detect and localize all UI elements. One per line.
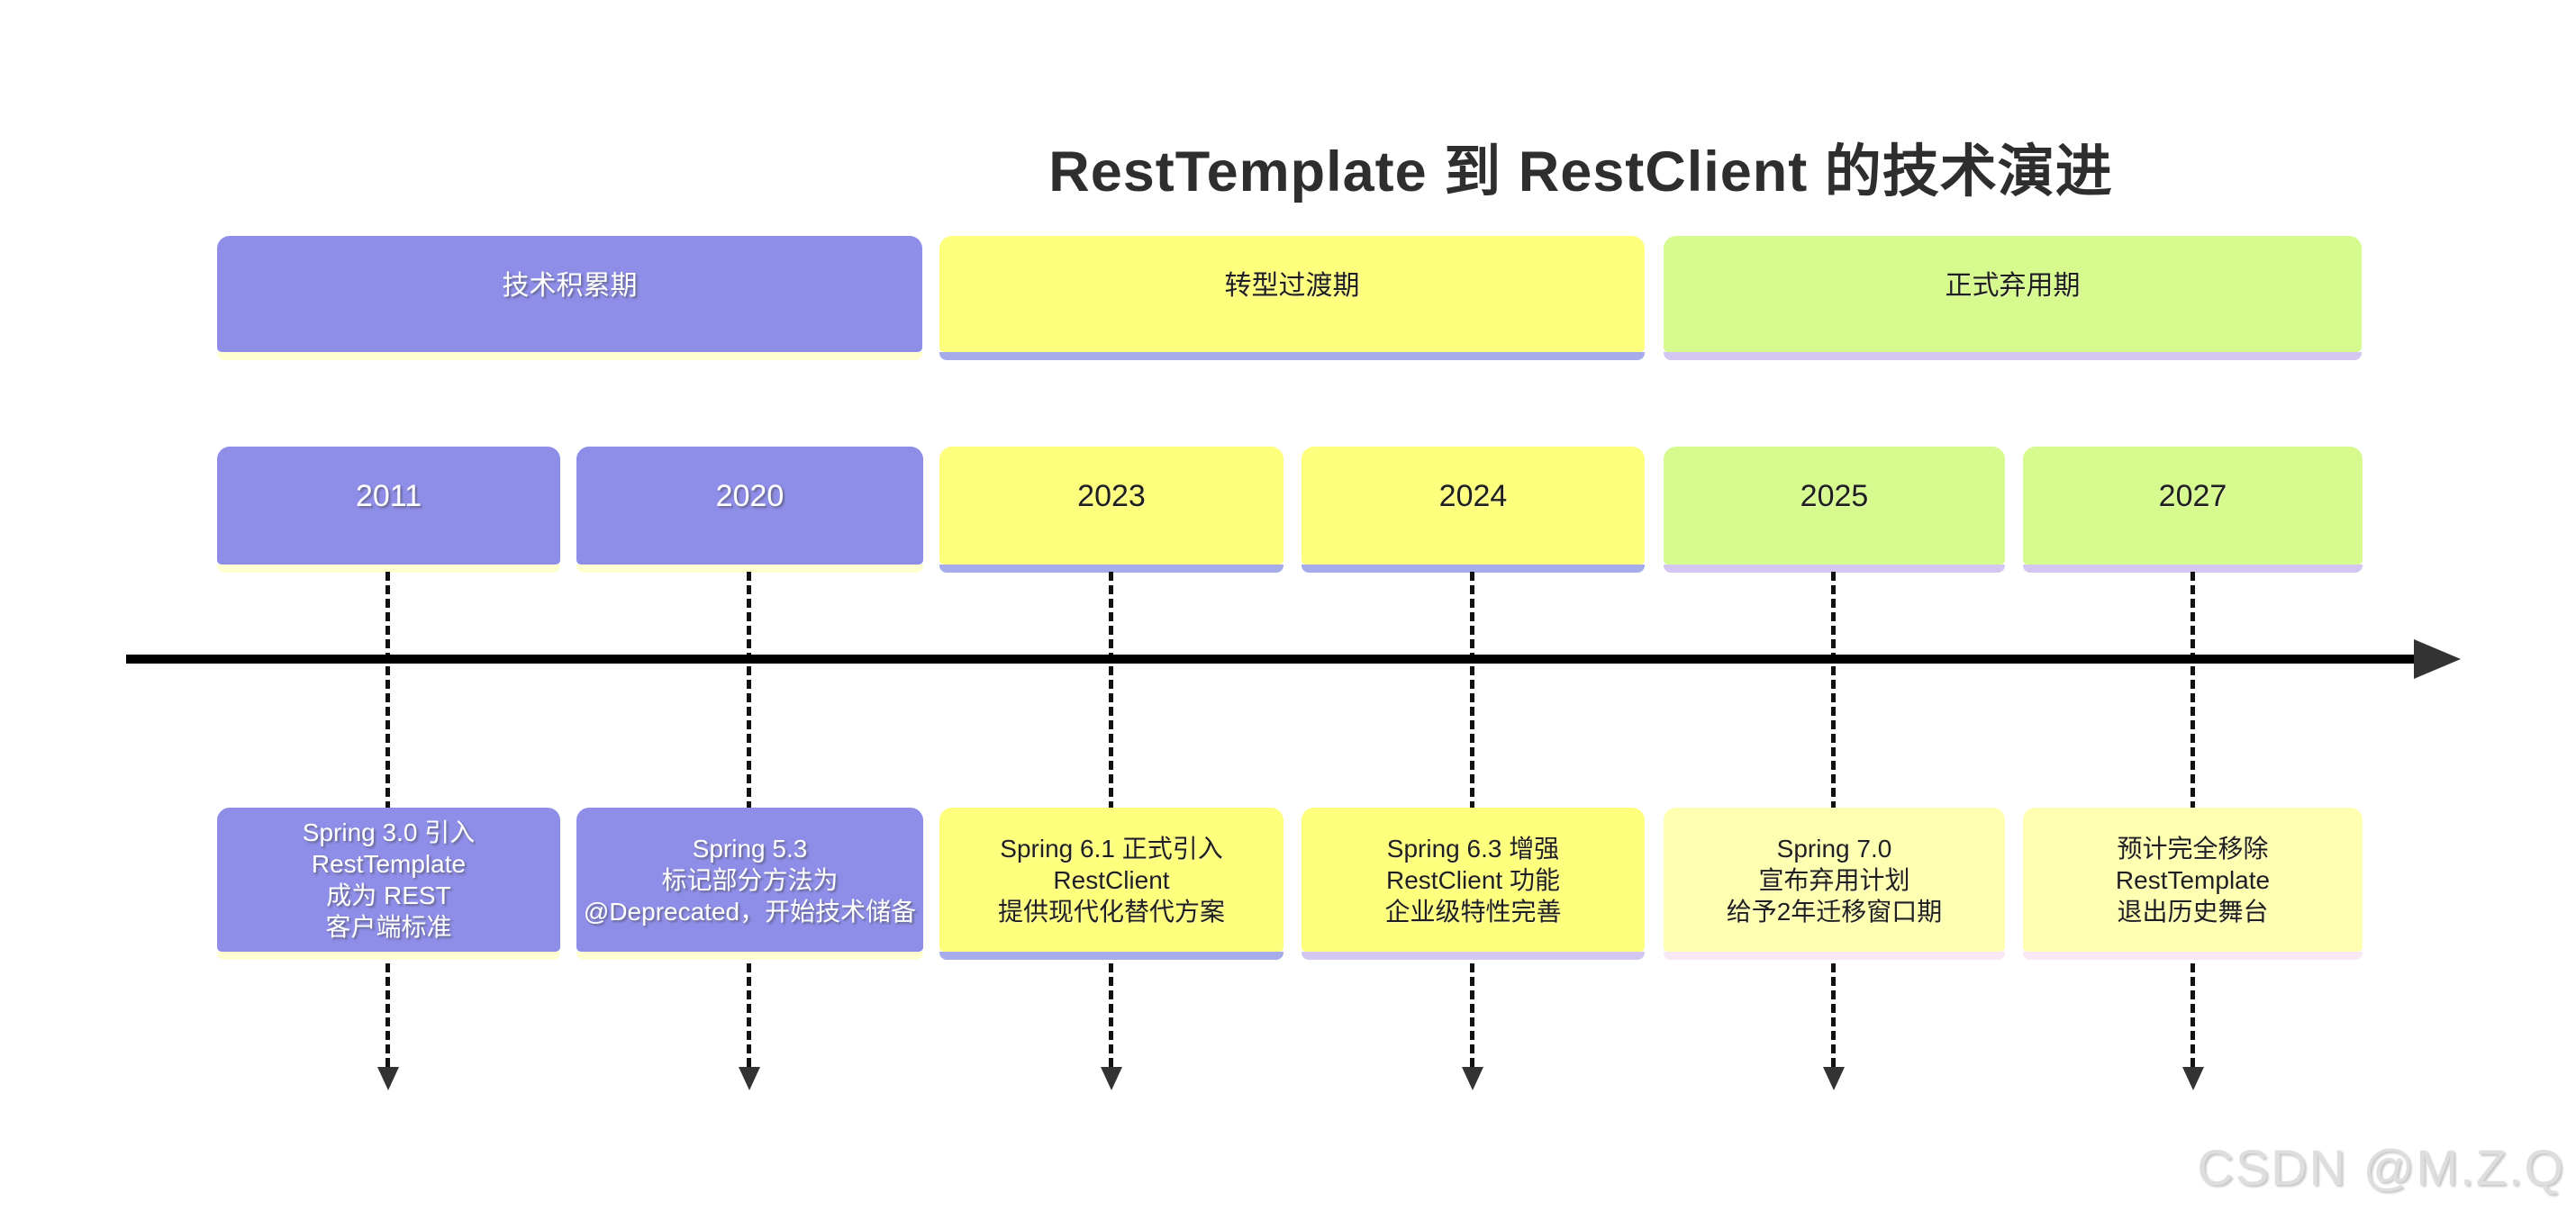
event-text-line: 退出历史舞台	[2117, 897, 2269, 926]
year-label: 2025	[1800, 479, 1869, 513]
year-box-2023: 2023	[939, 447, 1283, 573]
event-box-shadow	[576, 952, 923, 960]
event-text-line: Spring 3.0 引入	[302, 818, 476, 846]
timeline-axis-arrowhead-icon	[2414, 639, 2461, 679]
year-box-shadow	[1664, 565, 2005, 573]
year-box-shadow	[576, 565, 923, 573]
event-box-shadow	[1302, 952, 1645, 960]
event-text-line: Spring 6.1 正式引入	[1000, 834, 1223, 863]
event-text-line: Spring 6.3 增强	[1386, 834, 1560, 863]
phase-label: 转型过渡期	[1224, 271, 1360, 301]
page-title: RestTemplate 到 RestClient 的技术演进	[1048, 140, 2113, 203]
event-text-line: 预计完全移除	[2117, 834, 2269, 863]
event-box-shadow	[2023, 952, 2363, 960]
year-label: 2023	[1077, 479, 1146, 513]
event-text-line: Spring 5.3	[692, 834, 808, 863]
event-text-line: RestTemplate	[2115, 865, 2271, 894]
phase-label: 正式弃用期	[1945, 271, 2081, 301]
phase-bar-deprecation: 正式弃用期	[1664, 236, 2362, 360]
event-box-shadow	[217, 952, 560, 960]
year-box-shadow	[217, 565, 560, 573]
phase-bar-shadow	[217, 352, 922, 360]
year-label: 2011	[355, 479, 422, 513]
year-label: 2020	[715, 479, 785, 513]
event-text: Spring 3.0 引入 RestTemplate 成为 REST 客户端标准	[303, 817, 475, 943]
event-text-line: 标记部分方法为	[661, 865, 839, 894]
phase-bar-transition: 转型过渡期	[939, 236, 1645, 360]
year-box-2024: 2024	[1302, 447, 1645, 573]
year-box-2025: 2025	[1664, 447, 2005, 573]
phase-label: 技术积累期	[502, 271, 638, 301]
year-box-shadow	[939, 565, 1283, 573]
event-box-2011: Spring 3.0 引入 RestTemplate 成为 REST 客户端标准	[217, 808, 560, 960]
event-text-line: RestTemplate	[311, 850, 467, 878]
event-text-line: RestClient 功能	[1386, 865, 1560, 894]
event-text-line: 成为 REST	[326, 881, 451, 909]
year-label: 2027	[2158, 479, 2227, 513]
event-text-line: 企业级特性完善	[1384, 897, 1562, 926]
watermark: CSDN @M.Z.Q	[2197, 1139, 2565, 1196]
event-text-line: @Deprecated，开始技术储备	[583, 897, 917, 926]
year-box-shadow	[1302, 565, 1645, 573]
event-text-line: 给予2年迁移窗口期	[1726, 897, 1943, 926]
year-box-2011: 2011	[217, 447, 560, 573]
phase-bar-shadow	[1664, 352, 2362, 360]
year-box-2027: 2027	[2023, 447, 2363, 573]
year-box-shadow	[2023, 565, 2363, 573]
event-text-line: 宣布弃用计划	[1758, 865, 1910, 894]
year-box-2020: 2020	[576, 447, 923, 573]
event-text-line: 客户端标准	[325, 913, 452, 941]
event-text-line: RestClient	[1053, 865, 1170, 894]
event-text-line: Spring 7.0	[1776, 834, 1892, 863]
year-label: 2024	[1438, 479, 1508, 513]
phase-bar-accumulation: 技术积累期	[217, 236, 922, 360]
event-box-shadow	[1664, 952, 2005, 960]
timeline-axis-line	[126, 655, 2416, 664]
event-text-line: 提供现代化替代方案	[997, 897, 1225, 926]
event-box-shadow	[939, 952, 1283, 960]
phase-bar-shadow	[939, 352, 1645, 360]
